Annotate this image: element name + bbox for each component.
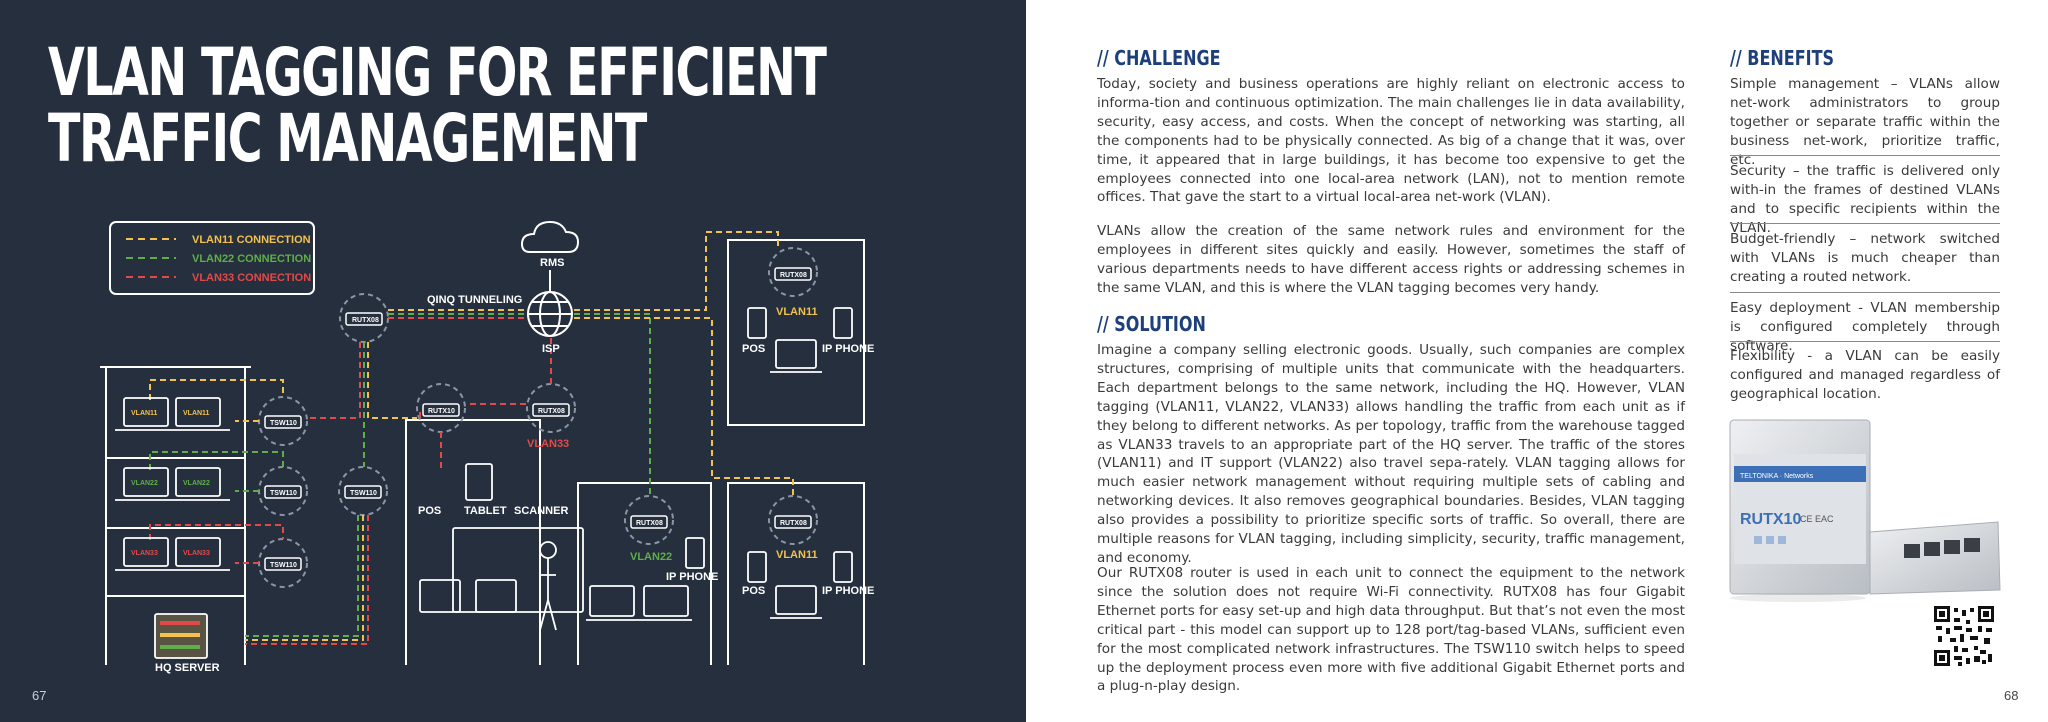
legend-vlan33-label: VLAN33 CONNECTION [192, 272, 311, 284]
solution-paragraph-2: Our RUTX08 router is used in each unit t… [1097, 565, 1685, 695]
left-page: VLAN TAGGING FOR EFFICIENT TRAFFIC MANAG… [0, 0, 1026, 722]
tablet-label: TABLET [464, 505, 507, 517]
warehouse-building [405, 419, 541, 665]
vlan22-monitor-2: VLAN22 [183, 480, 210, 487]
store-building-bottom [727, 482, 865, 665]
vlan33-monitor-1: VLAN33 [131, 550, 158, 557]
challenge-paragraph-1: Today, society and business operations a… [1097, 76, 1685, 206]
ip-phone-label-bottom: IP PHONE [822, 585, 874, 597]
qinq-label: QINQ TUNNELING [427, 294, 522, 306]
benefits-heading: // BENEFITS [1730, 46, 1835, 70]
ip-phone-label-top: IP PHONE [822, 343, 874, 355]
vlan11-monitor-2: VLAN11 [183, 410, 210, 417]
page-title: VLAN TAGGING FOR EFFICIENT TRAFFIC MANAG… [48, 34, 827, 177]
page-number-right: 68 [2004, 688, 2019, 703]
network-topology-diagram: VLAN11 CONNECTION VLAN22 CONNECTION VLAN… [100, 220, 874, 674]
vlan11-label-bottom: VLAN11 [776, 549, 818, 561]
hq-server-label: HQ SERVER [155, 662, 220, 674]
benefit-item-2: Security – the traffic is delivered only… [1730, 163, 2000, 236]
pos-label-warehouse: POS [418, 505, 441, 517]
tsw110-tag-2: TSW110 [270, 490, 297, 497]
scanner-label: SCANNER [514, 505, 568, 517]
benefit-divider [1730, 341, 2000, 342]
it-support-building [577, 482, 712, 665]
isp-label: ISP [542, 343, 560, 355]
rms-label: RMS [540, 257, 564, 269]
benefit-divider [1730, 155, 2000, 156]
vlan33-label: VLAN33 [527, 438, 569, 450]
legend-vlan22-label: VLAN22 CONNECTION [192, 253, 311, 265]
page-number-left: 67 [32, 688, 47, 703]
tsw110-tag-1: TSW110 [270, 420, 297, 427]
legend-vlan11-label: VLAN11 CONNECTION [192, 234, 311, 246]
challenge-heading: // CHALLENGE [1097, 46, 1221, 70]
rutx10-tag: RUTX10 [428, 408, 455, 415]
rutx08-tag: RUTX08 [352, 317, 379, 324]
solution-paragraph-1: Imagine a company selling electronic goo… [1097, 342, 1685, 566]
title-line-2: TRAFFIC MANAGEMENT [48, 100, 647, 177]
product-model: RUTX10 [1740, 511, 1801, 528]
cloud-rms-icon [520, 220, 580, 253]
rutx10-product-image: TELTONIKA · Networks RUTX10 CE EAC [1729, 419, 2001, 602]
legend-box [109, 221, 315, 295]
benefit-divider [1730, 223, 2000, 224]
pos-label-top: POS [742, 343, 765, 355]
challenge-paragraph-2: VLANs allow the creation of the same net… [1097, 223, 1685, 296]
vlan11-label-top: VLAN11 [776, 306, 818, 318]
vlan22-label: VLAN22 [630, 551, 672, 563]
qr-code [1934, 606, 1994, 666]
tsw110-tag-3: TSW110 [270, 562, 297, 569]
solution-heading: // SOLUTION [1097, 312, 1206, 336]
benefit-item-3: Budget-friendly – network switched with … [1730, 231, 2000, 285]
store-building-top [727, 239, 865, 426]
vlan22-monitor-1: VLAN22 [131, 480, 158, 487]
pos-label-bottom: POS [742, 585, 765, 597]
rutx08-tag-5: RUTX08 [780, 520, 807, 527]
rutx08-tag-2: RUTX08 [538, 408, 565, 415]
rutx08-tag-3: RUTX08 [780, 272, 807, 279]
vlan11-monitor-1: VLAN11 [131, 410, 158, 417]
ip-phone-label-it: IP PHONE [666, 571, 718, 583]
title-line-1: VLAN TAGGING FOR EFFICIENT [48, 34, 827, 111]
benefit-item-1: Simple management – VLANs allow net-work… [1730, 76, 2000, 168]
benefit-item-5: Flexibility - a VLAN can be easily confi… [1730, 348, 2000, 402]
vlan33-monitor-2: VLAN33 [183, 550, 210, 557]
product-marks: CE EAC [1800, 514, 1834, 524]
rutx08-tag-4: RUTX08 [636, 520, 663, 527]
benefit-divider [1730, 292, 2000, 293]
product-brand: TELTONIKA · Networks [1740, 473, 1814, 480]
tsw110-tag-4: TSW110 [350, 490, 377, 497]
